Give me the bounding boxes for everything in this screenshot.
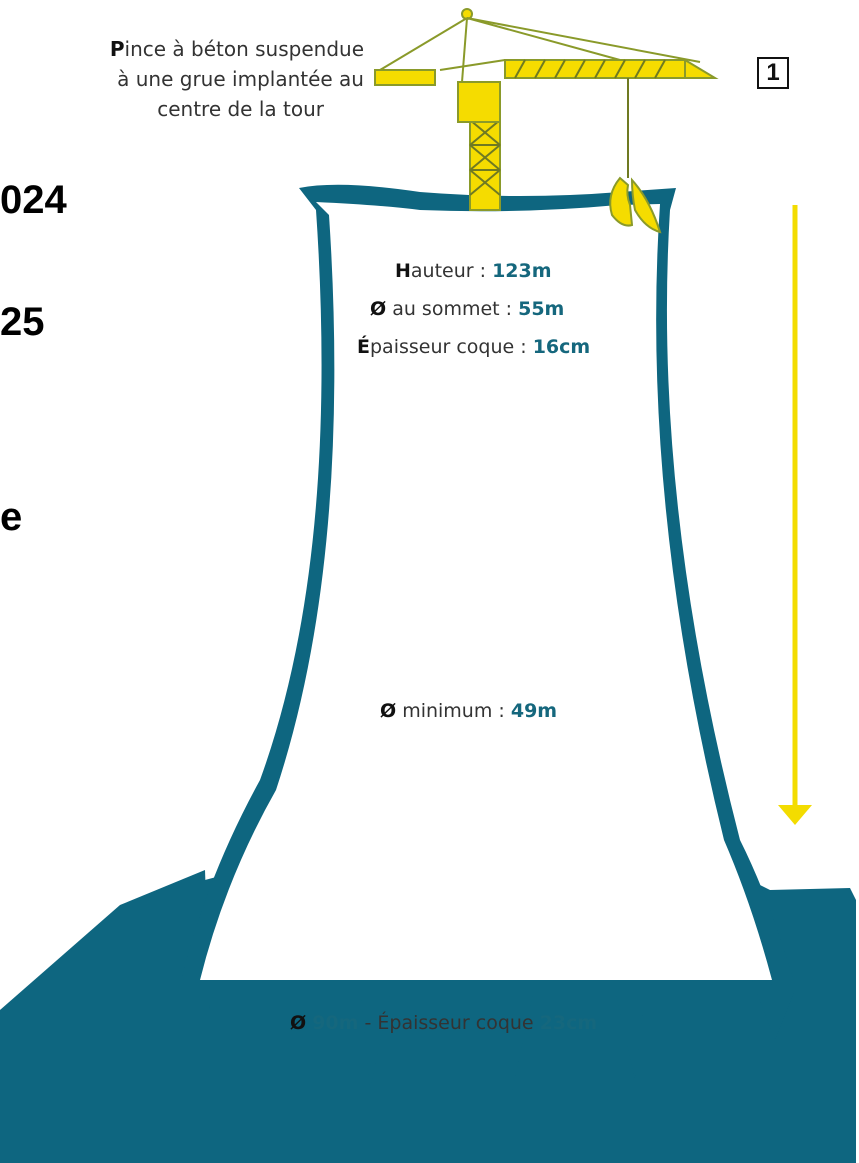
base-label: Ø 90m - Épaisseur coque 23cm [290,1012,597,1034]
caption-initial: P [109,37,125,61]
shell-top-value: 16cm [532,336,591,358]
base-thickness-value: 23cm [539,1012,598,1034]
crane-caption: Pince à béton suspendue à une grue impla… [20,34,364,124]
caption-line-1-text: ince à béton suspendue [124,37,364,61]
tower-interior [200,202,772,980]
top-diameter-label: Ø au sommet : 55m [370,298,564,320]
min-diameter-text: minimum : [396,700,511,722]
rubble-teeth [175,980,800,1095]
step-number-badge: 1 [757,57,789,89]
side-text-2: 25 [0,300,45,344]
caption-line-3: centre de la tour [157,97,324,121]
side-text-1: 024 [0,178,67,222]
min-diameter-symbol: Ø [380,700,397,722]
height-label: Hauteur : 123m [395,260,552,282]
shell-top-initial: É [357,336,370,358]
base-separator: - Épaisseur coque [358,1012,540,1034]
concrete-grab-icon [609,176,662,234]
shell-top-text: paisseur coque : [369,336,533,358]
crane-icon [374,8,719,211]
top-diameter-text: au sommet : [386,298,519,320]
min-diameter-value: 49m [510,700,558,722]
height-value: 123m [492,260,552,282]
down-arrow-icon [778,205,812,825]
top-diameter-symbol: Ø [370,298,387,320]
caption-line-2: à une grue implantée au [117,67,364,91]
top-diameter-value: 55m [518,298,565,320]
shell-top-label: Épaisseur coque : 16cm [357,336,590,358]
side-text-3: e [0,495,23,539]
base-diameter-value: 90m [312,1012,359,1034]
caption-line-1: Pince à béton suspendue [20,34,364,64]
base-symbol: Ø [290,1012,307,1034]
left-slope [0,870,215,1163]
height-initial: H [395,260,411,282]
height-text: auteur : [410,260,493,282]
min-diameter-label: Ø minimum : 49m [380,700,557,722]
